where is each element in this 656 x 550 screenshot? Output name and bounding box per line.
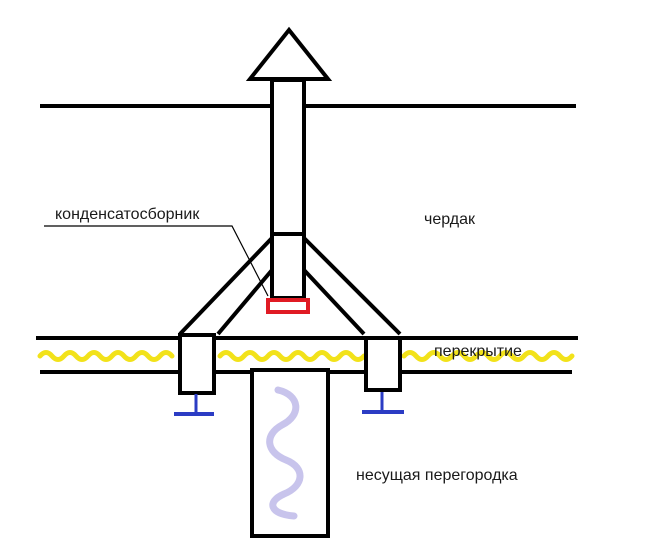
left-support-foot	[174, 394, 214, 416]
insulation-squiggle-left	[37, 350, 175, 362]
floor-slab-label: перекрытие	[434, 343, 522, 360]
right-support-foot	[362, 392, 404, 414]
left-branch-inner	[216, 268, 274, 336]
right-branch-inner	[302, 268, 366, 336]
pipe-cap-arrow	[245, 26, 333, 81]
vent-pipe-lower	[270, 232, 306, 300]
condensate-leader-line	[44, 225, 269, 297]
condensate-collector-label: конденсатосборник	[55, 206, 200, 223]
right-branch-outer	[302, 236, 402, 336]
left-vent-stub	[178, 333, 216, 395]
insulation-squiggle-middle	[217, 350, 367, 362]
wall-squiggle	[266, 386, 304, 520]
condensate-collector	[266, 298, 310, 314]
attic-label: чердак	[424, 211, 475, 228]
right-vent-stub	[364, 336, 402, 392]
left-branch-outer	[178, 236, 274, 336]
insulation-squiggle-right	[401, 350, 575, 362]
vent-pipe-upper	[270, 78, 306, 236]
load-bearing-wall-label: несущая перегородка	[356, 467, 518, 484]
